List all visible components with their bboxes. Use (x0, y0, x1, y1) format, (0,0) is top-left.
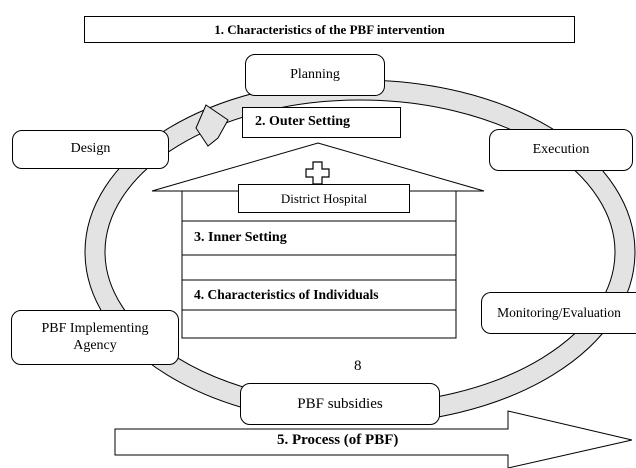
pbf-subsidies-box: PBF subsidies (240, 383, 440, 425)
hospital-body (181, 190, 457, 339)
process-label: 5. Process (of PBF) (277, 432, 399, 448)
process-arrow (114, 410, 633, 468)
cycle-arrow-head (195, 104, 229, 147)
inner-setting-label: 3. Inner Setting (194, 230, 287, 245)
implementing-agency-box: PBF Implementing Agency (11, 310, 179, 365)
monitoring-evaluation-box: Monitoring/Evaluation (481, 292, 636, 334)
intervention-characteristics-box: 1. Characteristics of the PBF interventi… (84, 16, 575, 43)
outer-setting-box: 2. Outer Setting (242, 107, 401, 138)
planning-box: Planning (245, 54, 385, 96)
design-box: Design (12, 130, 169, 169)
page-number: 8 (354, 358, 362, 374)
individuals-characteristics-label: 4. Characteristics of Individuals (194, 287, 379, 302)
implementing-agency-line2: Agency (73, 337, 117, 353)
execution-box: Execution (489, 129, 633, 171)
implementing-agency-line1: PBF Implementing (41, 320, 149, 336)
district-hospital-label: District Hospital (238, 184, 410, 213)
